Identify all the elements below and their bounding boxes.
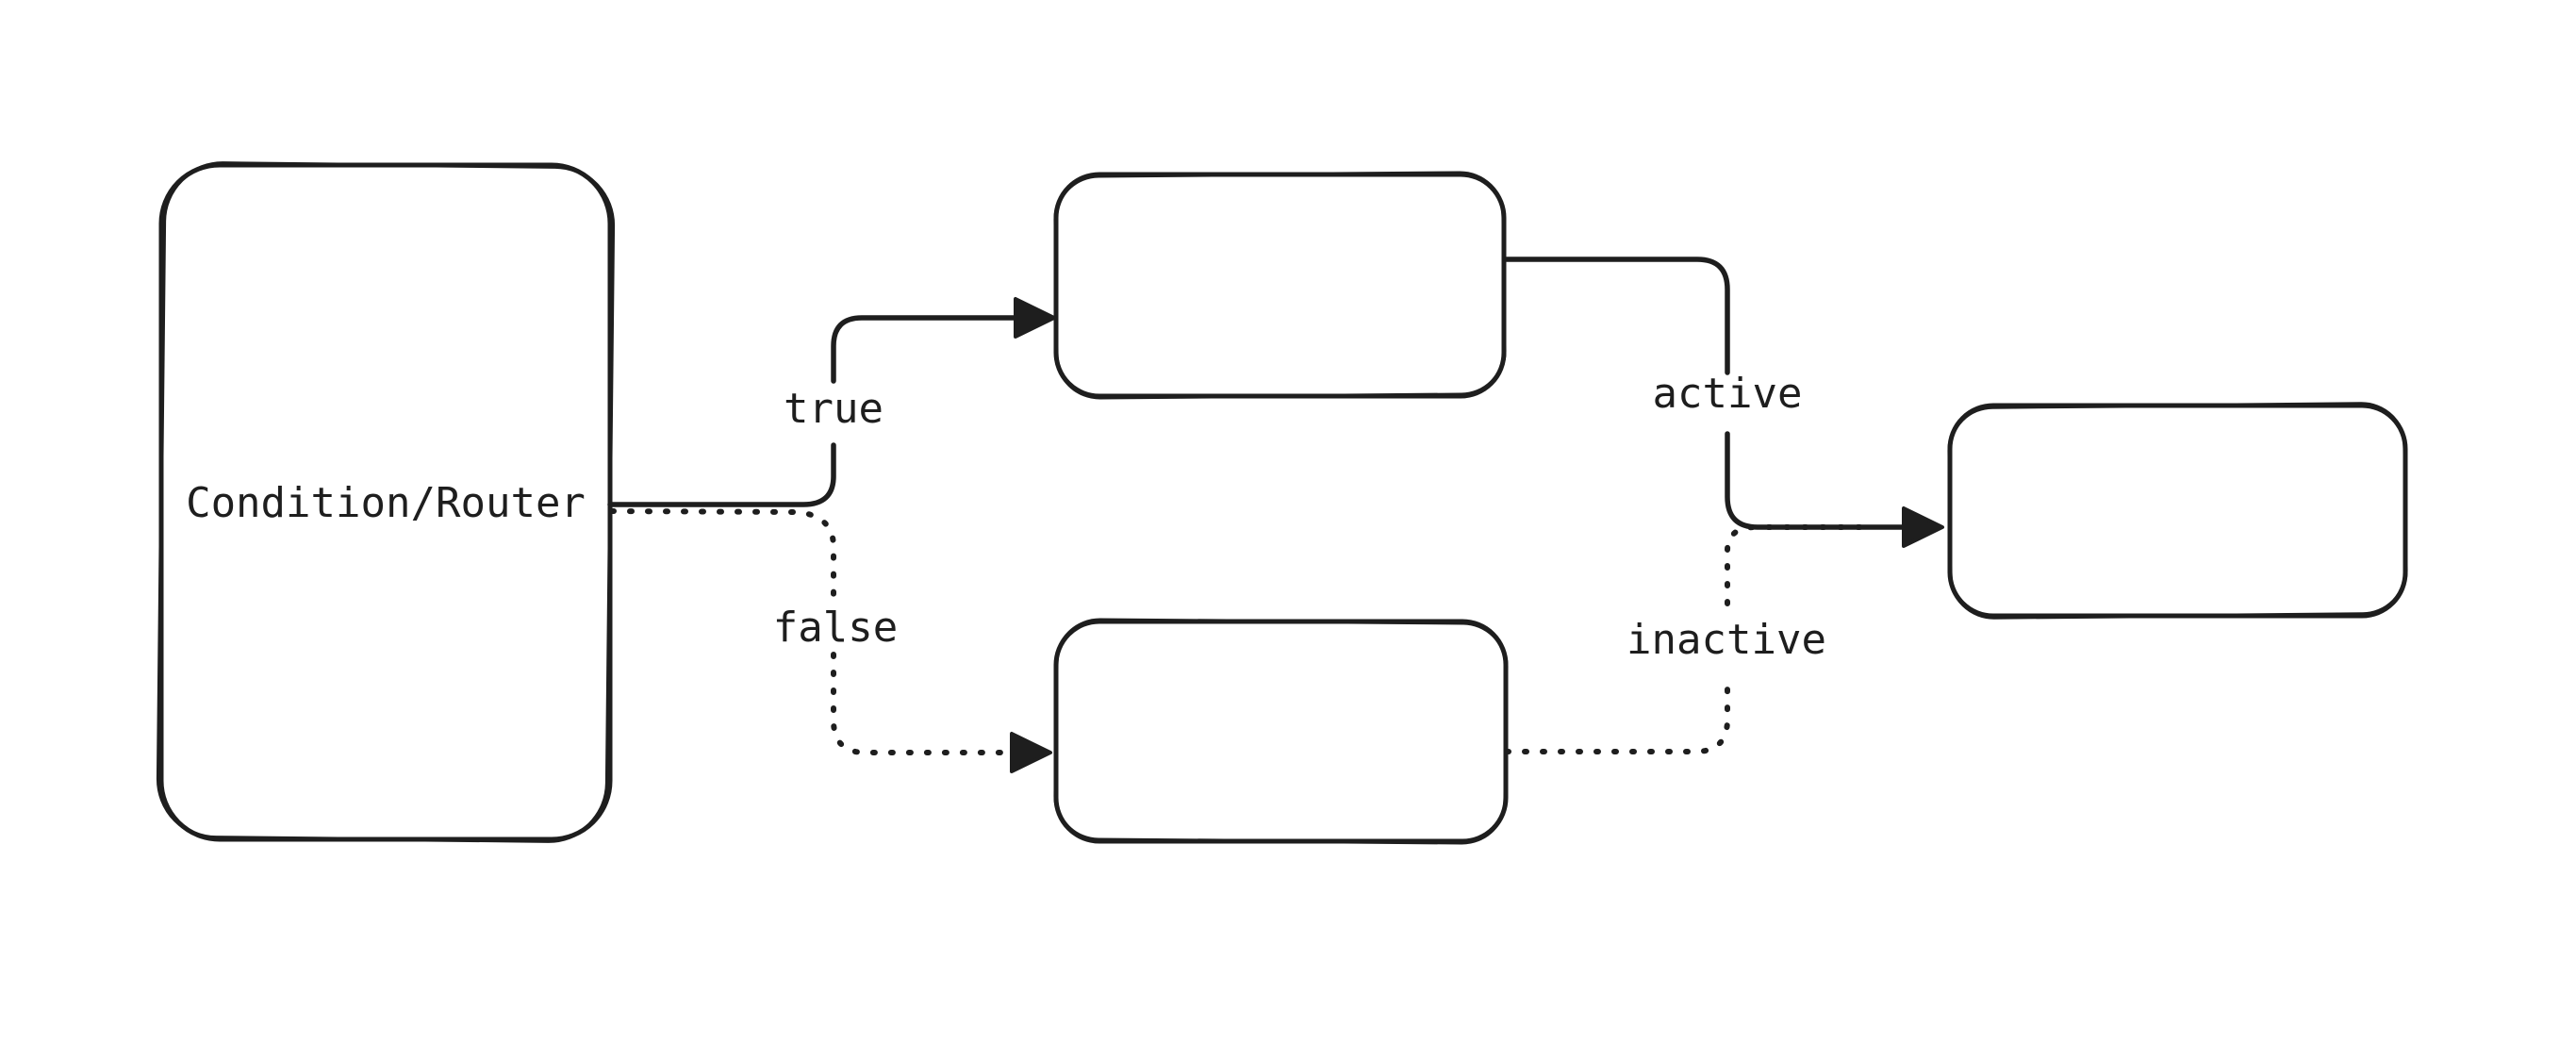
edge-label-false: false <box>773 604 898 652</box>
edge-line <box>1504 524 1877 754</box>
edge-false[interactable]: false <box>609 508 1052 773</box>
edge-label-true: true <box>784 385 883 433</box>
edge-line <box>1504 257 1906 530</box>
edge-active[interactable]: active <box>1504 257 1944 548</box>
node-condition-router[interactable]: Condition/Router <box>156 161 616 843</box>
edge-inactive[interactable]: inactive <box>1504 524 1877 754</box>
node-false-branch[interactable] <box>1053 618 1509 845</box>
arrowhead-icon <box>1010 732 1052 773</box>
node-merge[interactable] <box>1947 402 2408 620</box>
edge-line <box>607 315 1019 507</box>
edge-true[interactable]: true <box>607 297 1056 507</box>
arrowhead-icon <box>1014 297 1056 339</box>
node-box-sketch <box>1947 402 2408 620</box>
node-box-sketch <box>1053 171 1507 400</box>
node-box <box>1053 172 1507 399</box>
arrowhead-icon <box>1902 506 1944 548</box>
node-box-sketch <box>1053 618 1509 845</box>
edge-label-active: active <box>1653 370 1803 418</box>
edge-line <box>609 508 1004 755</box>
node-box <box>1947 403 2408 619</box>
edge-label-inactive: inactive <box>1627 616 1826 664</box>
node-label: Condition/Router <box>186 479 586 527</box>
node-true-branch[interactable] <box>1053 171 1507 400</box>
node-box <box>1053 619 1509 844</box>
